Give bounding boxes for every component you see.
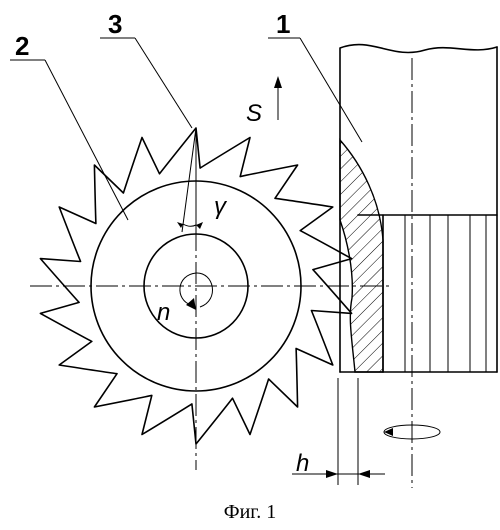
rake-angle-lines: [177, 127, 203, 233]
feed-arrow: [274, 76, 282, 120]
callout-label-2: 2: [15, 31, 29, 61]
cutter-rotation-icon: [179, 272, 213, 310]
callout-label-3: 3: [108, 9, 122, 39]
depth-dimension: [292, 378, 385, 485]
workpiece-rotation-icon: [383, 424, 441, 440]
figure-caption: Фиг. 1: [224, 501, 276, 523]
rotation-symbol: n: [157, 299, 170, 326]
depth-symbol: h: [296, 450, 309, 477]
callout-leaders: [10, 37, 363, 221]
angle-symbol: γ: [214, 193, 228, 220]
callout-label-1: 1: [276, 9, 290, 39]
feed-symbol: S: [246, 100, 262, 127]
